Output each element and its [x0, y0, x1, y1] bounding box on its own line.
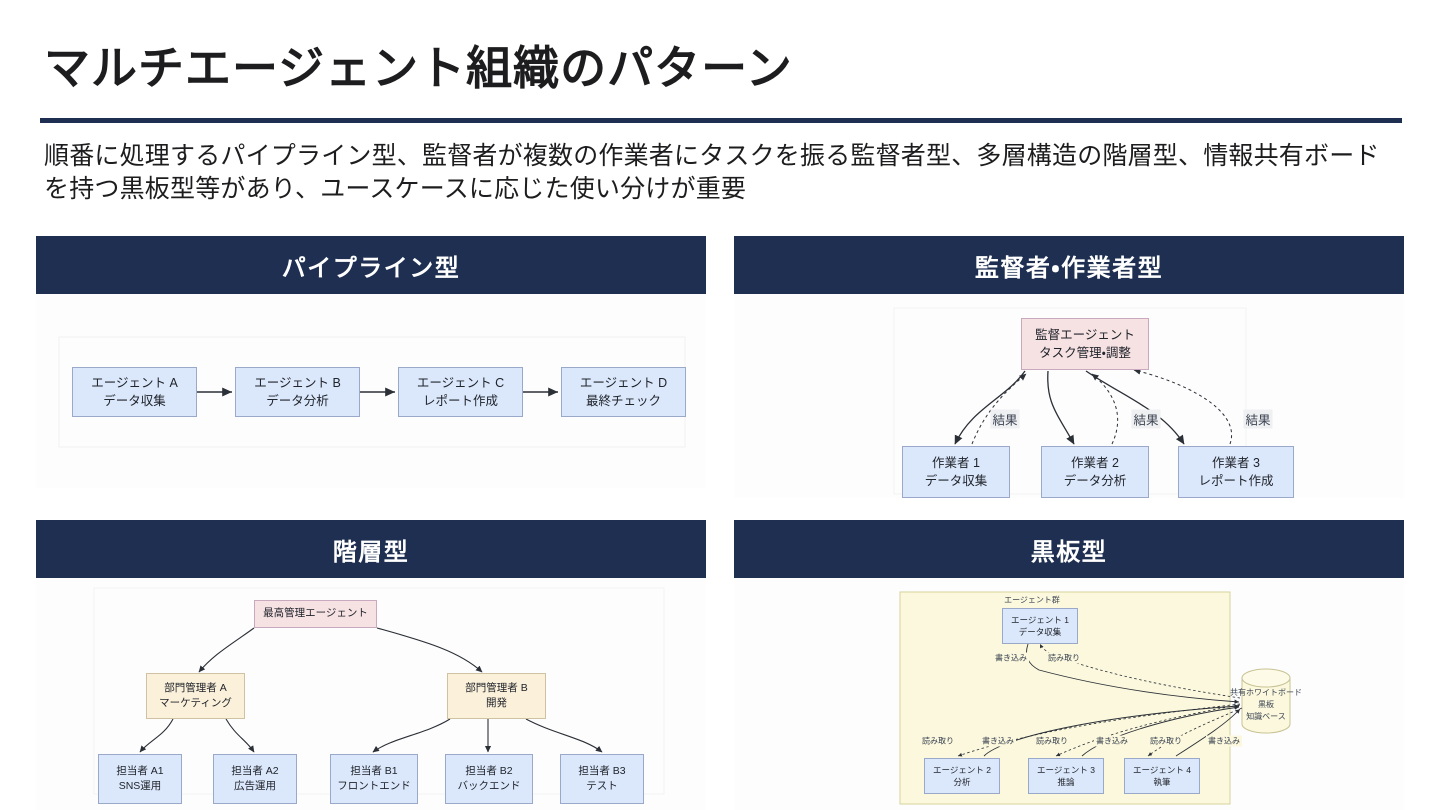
hierarchy-member-node-2[interactable]: 担当者 A2 広告運用 [213, 754, 297, 804]
blackboard-read-label-1: 読み取り [1046, 652, 1082, 664]
node-line-2: データ収集 [1018, 627, 1062, 637]
hierarchy-member-node-4[interactable]: 担当者 B2 バックエンド [445, 754, 533, 804]
blackboard-write-label-2: 書き込み [980, 735, 1016, 747]
node-line-1: エージェント B [254, 375, 341, 390]
shared-board-label[interactable]: 共有ホワイトボード 黒板 知識ベース [1230, 687, 1302, 723]
supervisor-worker-node-1[interactable]: 作業者 1 データ収集 [902, 446, 1010, 498]
node-line-2: データ収集 [924, 474, 988, 488]
hierarchy-diagram: 最高管理エージェント 部門管理者 A マーケティング 部門管理者 B 開発 担当… [36, 578, 706, 810]
node-line-1: 作業者 2 [1071, 455, 1119, 470]
hierarchy-manager-node-1[interactable]: 部門管理者 A マーケティング [146, 673, 245, 719]
hierarchy-root-node[interactable]: 最高管理エージェント [254, 600, 377, 628]
blackboard-write-label-3: 書き込み [1094, 735, 1130, 747]
node-line-2: SNS運用 [118, 780, 162, 792]
node-line-1: 担当者 B2 [465, 764, 513, 777]
node-line-2: バックエンド [457, 780, 521, 792]
store-line-1: 共有ホワイトボード [1230, 688, 1302, 697]
node-line-1: エージェント 4 [1133, 764, 1191, 775]
node-line-1: 部門管理者 B [465, 681, 528, 694]
blackboard-agent-node-4[interactable]: エージェント 4 執筆 [1124, 758, 1200, 794]
panel-pipeline-title: パイプライン型 [36, 236, 706, 294]
node-line-2: 最終チェック [585, 394, 661, 408]
page-title: マルチエージェント組織のパターン [44, 42, 793, 94]
node-line-1: 監督エージェント [1035, 327, 1135, 342]
panel-blackboard-body: エージェント群 エージェント 1 データ収集 書き込み 読み取り 読み取り 書き… [734, 578, 1404, 810]
title-divider [40, 118, 1402, 123]
supervisor-worker-node-2[interactable]: 作業者 2 データ分析 [1041, 446, 1149, 498]
panel-pipeline: パイプライン型 エージェント A データ収集 [36, 236, 706, 488]
node-line-1: 作業者 1 [932, 455, 980, 470]
supervisor-root-node[interactable]: 監督エージェント タスク管理・調整 [1021, 318, 1149, 370]
page-subtitle: 順番に処理するパイプライン型、監督者が複数の作業者にタスクを振る監督者型、多層構… [44, 142, 1380, 203]
hierarchy-member-node-1[interactable]: 担当者 A1 SNS運用 [98, 754, 182, 804]
supervisor-result-label-1: 結果 [990, 409, 1020, 429]
node-line-1: 担当者 B1 [350, 764, 398, 777]
panel-supervisor: 監督者・作業者型 [734, 236, 1404, 498]
node-line-1: エージェント A [91, 375, 178, 390]
blackboard-agent-node-2[interactable]: エージェント 2 分析 [924, 758, 1000, 794]
node-line-2: レポート作成 [422, 394, 498, 408]
supervisor-diagram: 監督エージェント タスク管理・調整 結果 結果 結果 作業者 1 データ収集 作… [734, 294, 1404, 498]
node-line-1: エージェント C [416, 375, 505, 390]
node-line-2: データ収集 [103, 394, 166, 408]
node-line-2: 推論 [1057, 777, 1075, 787]
panel-pipeline-body: エージェント A データ収集 エージェント B データ分析 エージェント C レ… [36, 294, 706, 488]
node-line-2: 分析 [953, 777, 971, 787]
node-line-2: マーケティング [159, 697, 232, 709]
hierarchy-member-node-3[interactable]: 担当者 B1 フロントエンド [330, 754, 418, 804]
panel-supervisor-body: 監督エージェント タスク管理・調整 結果 結果 結果 作業者 1 データ収集 作… [734, 294, 1404, 498]
node-line-1: エージェント 3 [1037, 764, 1095, 775]
store-line-3: 知識ベース [1246, 712, 1286, 721]
panel-blackboard-title: 黒板型 [734, 520, 1404, 578]
node-line-1: 最高管理エージェント [263, 607, 368, 620]
hierarchy-member-node-5[interactable]: 担当者 B3 テスト [560, 754, 644, 804]
node-line-2: データ分析 [266, 394, 329, 408]
pipeline-diagram: エージェント A データ収集 エージェント B データ分析 エージェント C レ… [36, 294, 706, 488]
node-line-1: 担当者 A1 [116, 764, 164, 777]
blackboard-group-label: エージェント群 [1004, 594, 1060, 606]
pipeline-node-4[interactable]: エージェント D 最終チェック [561, 367, 686, 417]
blackboard-top-agent-node[interactable]: エージェント 1 データ収集 [1002, 608, 1078, 644]
pipeline-node-1[interactable]: エージェント A データ収集 [72, 367, 197, 417]
panel-hierarchy-body: 最高管理エージェント 部門管理者 A マーケティング 部門管理者 B 開発 担当… [36, 578, 706, 810]
blackboard-read-label-4: 読み取り [1148, 735, 1184, 747]
node-line-2: フロントエンド [337, 780, 411, 792]
node-line-2: データ分析 [1063, 474, 1127, 488]
node-line-1: エージェント 1 [1011, 614, 1069, 625]
blackboard-write-label-1: 書き込み [993, 652, 1029, 664]
hierarchy-manager-node-2[interactable]: 部門管理者 B 開発 [447, 673, 546, 719]
node-line-2: 開発 [486, 697, 507, 709]
node-line-1: 担当者 A2 [231, 764, 279, 777]
node-line-2: タスク管理・調整 [1039, 346, 1131, 360]
blackboard-read-label-2: 読み取り [920, 735, 956, 747]
node-line-2: 広告運用 [234, 780, 276, 792]
panel-hierarchy-title: 階層型 [36, 520, 706, 578]
blackboard-read-label-3: 読み取り [1034, 735, 1070, 747]
node-line-1: エージェント D [579, 375, 668, 390]
store-line-2: 黒板 [1258, 700, 1274, 709]
pipeline-node-3[interactable]: エージェント C レポート作成 [398, 367, 523, 417]
supervisor-result-label-3: 結果 [1243, 409, 1273, 429]
blackboard-write-label-4: 書き込み [1206, 735, 1242, 747]
shared-board-cylinder [1241, 668, 1291, 734]
blackboard-diagram: エージェント群 エージェント 1 データ収集 書き込み 読み取り 読み取り 書き… [734, 578, 1404, 810]
node-line-2: レポート作成 [1198, 474, 1274, 488]
panel-supervisor-title: 監督者・作業者型 [734, 236, 1404, 294]
node-line-1: 担当者 B3 [578, 764, 626, 777]
node-line-2: 執筆 [1153, 777, 1171, 787]
node-line-2: テスト [586, 780, 618, 792]
blackboard-agent-node-3[interactable]: エージェント 3 推論 [1028, 758, 1104, 794]
node-line-1: 部門管理者 A [164, 681, 227, 694]
supervisor-worker-node-3[interactable]: 作業者 3 レポート作成 [1178, 446, 1294, 498]
panel-blackboard: 黒板型 [734, 520, 1404, 810]
node-line-1: 作業者 3 [1212, 455, 1260, 470]
pipeline-node-2[interactable]: エージェント B データ分析 [235, 367, 360, 417]
node-line-1: エージェント 2 [933, 764, 991, 775]
panel-hierarchy: 階層型 [36, 520, 706, 810]
supervisor-result-label-2: 結果 [1131, 409, 1161, 429]
